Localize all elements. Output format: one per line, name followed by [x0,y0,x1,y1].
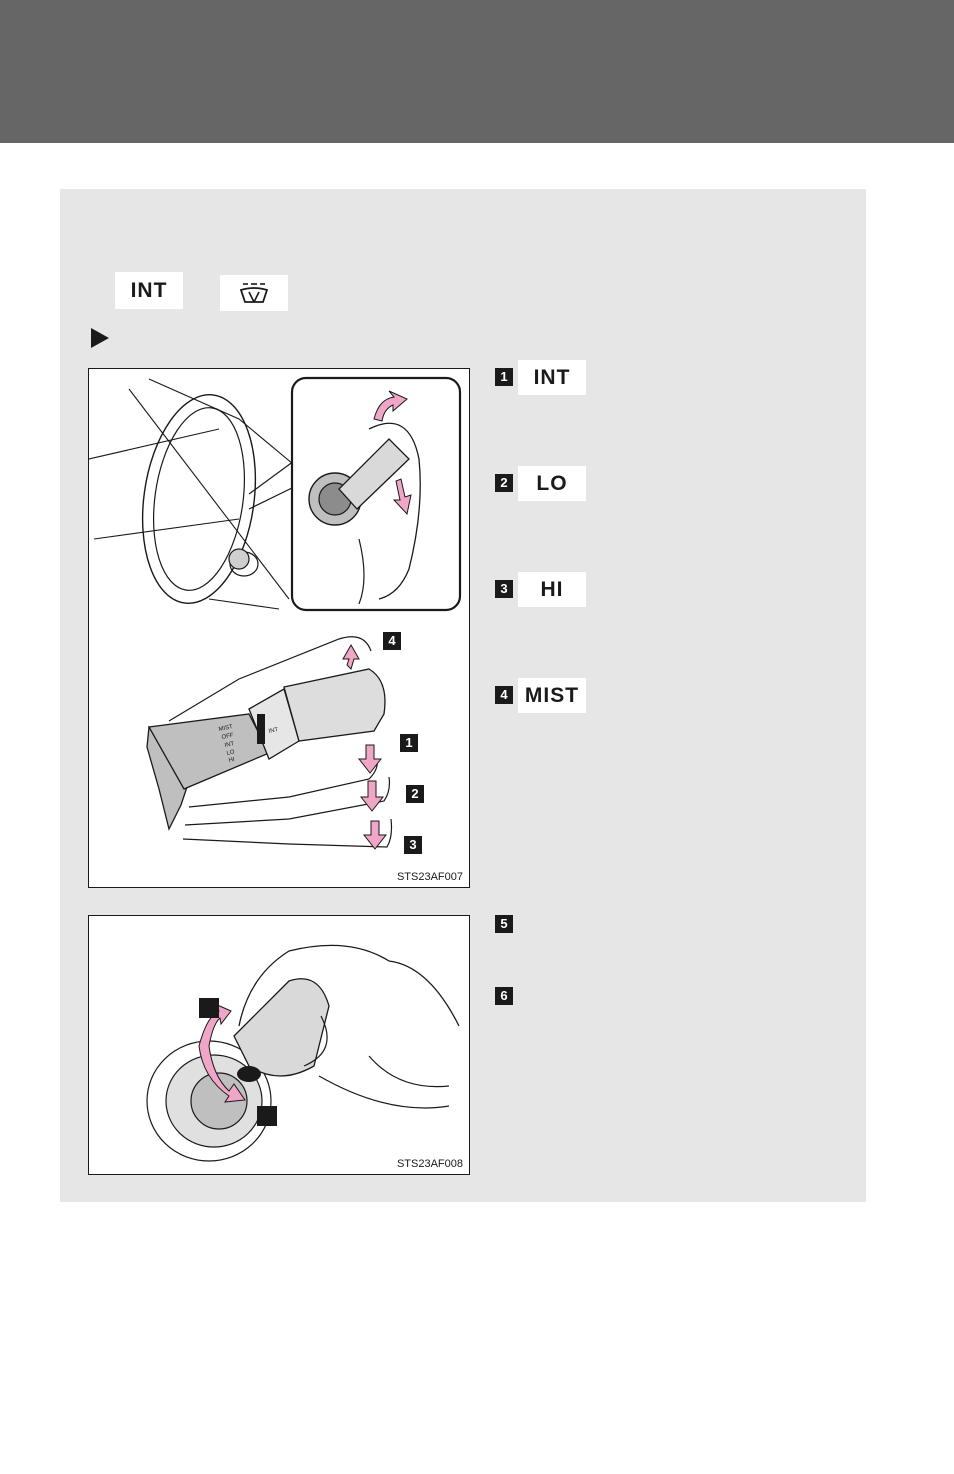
legend-number-2: 2 [495,474,513,492]
legend-number-6: 6 [495,987,513,1005]
figure-code: STS23AF007 [396,871,463,883]
int-mode-chip: INT [115,272,183,309]
lever-label-lo: LO [226,749,235,757]
legend-label-hi: HI [518,572,586,607]
windshield-washer-chip [220,275,288,311]
legend-label-lo: LO [518,466,586,501]
lever-label-off: OFF [221,733,234,741]
callout-3: 3 [404,836,422,854]
lever-diagram-figure: MIST OFF INT LO HI INT 4 1 2 3 STS23AF00… [88,368,470,888]
legend-number-5: 5 [495,915,513,933]
windshield-washer-icon [239,283,269,303]
callout-4: 4 [383,632,401,650]
lever-label-int: INT [224,741,235,749]
legend-label-mist: MIST [518,678,586,713]
legend-number-3: 3 [495,580,513,598]
washer-diagram-figure: STS23AF008 [88,915,470,1175]
callout-2: 2 [406,785,424,803]
lever-diagram-illustration: MIST OFF INT LO HI INT [89,376,462,850]
figure-code: STS23AF008 [396,1158,463,1170]
legend-number-1: 1 [495,368,513,386]
callout-6-box [199,998,219,1018]
header-band [0,0,954,143]
callout-5-box [257,1106,277,1126]
washer-diagram-illustration [146,944,460,1162]
legend-number-4: 4 [495,686,513,704]
legend-label-int: INT [518,360,586,395]
callout-1: 1 [400,734,418,752]
int-mode-chip-label: INT [130,278,168,302]
ring-label-int: INT [268,727,279,735]
section-arrow-icon [91,328,109,348]
lever-label-mist: MIST [218,724,234,733]
lever-label-hi: HI [228,757,235,764]
